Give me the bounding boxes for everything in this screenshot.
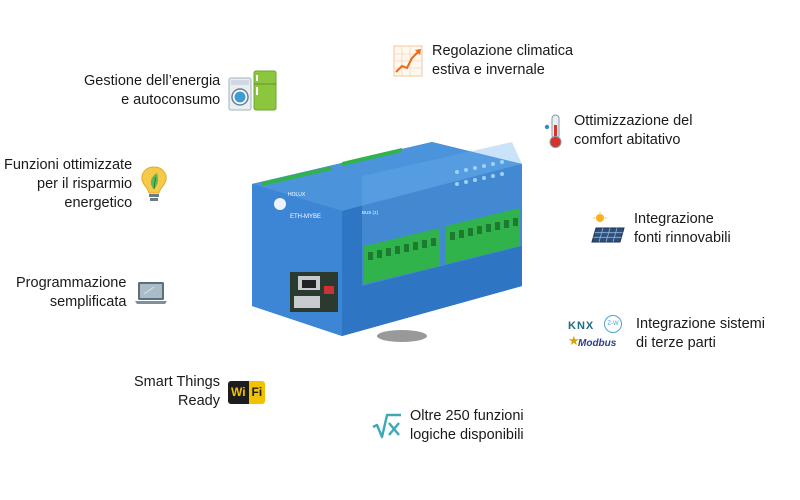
star-icon: ★ xyxy=(568,333,580,348)
feature-third-party-integration: KNX Z-W ★ Modbus Integrazione sistemi di… xyxy=(568,315,765,353)
thermometer-icon xyxy=(544,114,562,148)
lightbulb-leaf-icon xyxy=(141,165,167,201)
zwave-logo: Z-W xyxy=(604,315,622,333)
device-model-label: ETH-MYBE xyxy=(290,214,321,220)
wifi-badge-left: Wi xyxy=(227,380,249,404)
feature-energy-management: Gestione dell’energia e autoconsumo xyxy=(84,70,278,112)
feature-programming: Programmazione semplificata xyxy=(16,274,168,312)
rising-chart-icon xyxy=(393,45,423,77)
feature-label: comfort abitativo xyxy=(574,132,681,148)
feature-label: semplificata xyxy=(49,294,127,310)
feature-energy-saving: Funzioni ottimizzate per il risparmio en… xyxy=(4,156,168,213)
feature-label: estiva e invernale xyxy=(432,62,545,78)
feature-label: Integrazione sistemi xyxy=(636,316,765,332)
feature-label: energetico xyxy=(64,195,133,211)
feature-smart-things: Smart Things Ready Wi Fi xyxy=(134,373,266,411)
laptop-icon xyxy=(135,282,168,304)
feature-label: Gestione dell’energia xyxy=(84,73,221,89)
feature-label: Integrazione xyxy=(634,211,714,227)
feature-label: Programmazione xyxy=(16,275,127,291)
feature-label: Ready xyxy=(178,393,220,409)
feature-label: Ottimizzazione del xyxy=(574,113,693,129)
protocols-icon: KNX Z-W ★ Modbus xyxy=(568,315,628,351)
device-bus-label: BUS (1) xyxy=(362,210,379,215)
device-brand-label: HOLUX xyxy=(288,192,306,198)
feature-label: fonti rinnovabili xyxy=(634,230,731,246)
feature-label: logiche disponibili xyxy=(410,427,524,443)
appliances-icon xyxy=(228,70,277,111)
feature-comfort: Ottimizzazione del comfort abitativo xyxy=(544,112,692,150)
feature-label: Regolazione climatica xyxy=(432,43,574,59)
feature-logic-functions: Oltre 250 funzioni logiche disponibili xyxy=(372,407,524,445)
wifi-badge-right: Fi xyxy=(248,380,266,404)
feature-label: Smart Things xyxy=(134,374,220,390)
modbus-logo: Modbus xyxy=(578,338,617,349)
feature-climate-regulation: Regolazione climatica estiva e invernale xyxy=(392,42,573,80)
feature-label: per il risparmio xyxy=(37,176,133,192)
feature-label: Funzioni ottimizzate xyxy=(4,157,133,173)
square-root-icon xyxy=(372,413,401,439)
feature-label: Oltre 250 funzioni xyxy=(410,408,524,424)
solar-panel-icon xyxy=(591,212,625,243)
feature-label: e autoconsumo xyxy=(121,92,221,108)
wifi-badge-icon: Wi Fi xyxy=(227,380,266,404)
feature-label: di terze parti xyxy=(636,335,716,351)
controller-device-image: ETH-MYBE HOLUX BUS (1) xyxy=(252,142,522,342)
knx-logo: KNX xyxy=(568,320,595,332)
feature-renewables: Integrazione fonti rinnovabili xyxy=(590,210,731,248)
